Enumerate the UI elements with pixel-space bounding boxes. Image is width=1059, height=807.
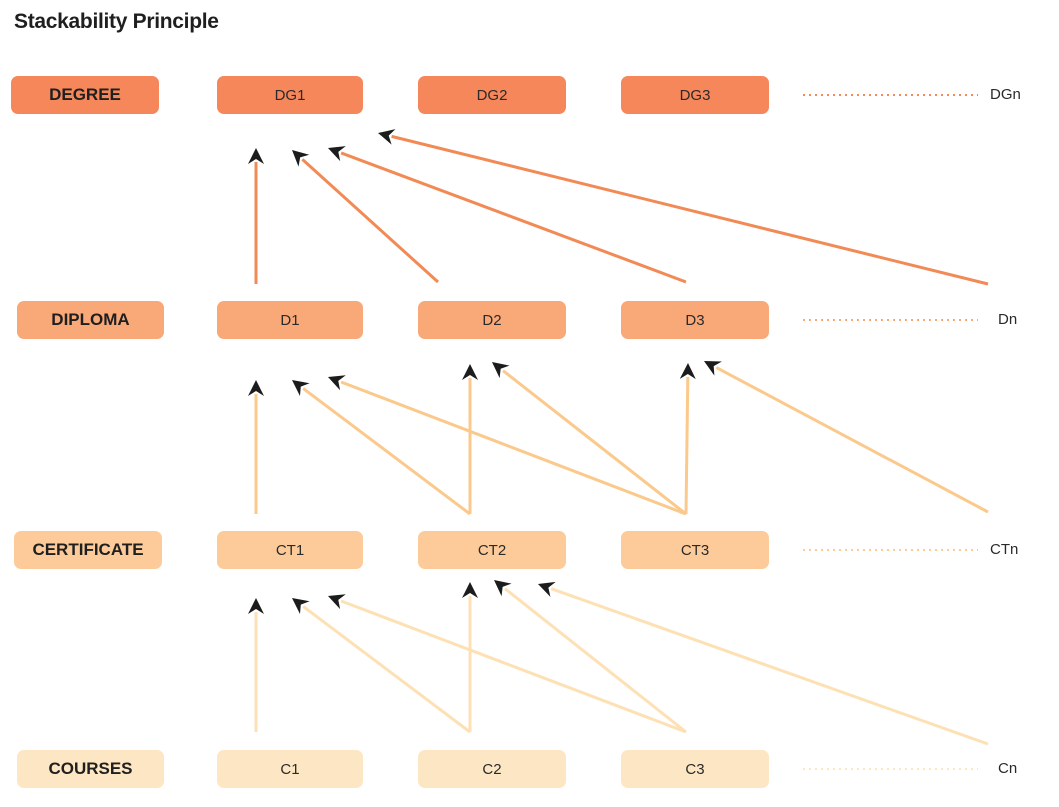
arrow-line-ct2-to-d1 bbox=[302, 387, 471, 516]
node-d3: D3 bbox=[621, 301, 769, 339]
arrowhead-d1-to-dg1 bbox=[248, 148, 264, 164]
arrow-line-cn-to-ct2 bbox=[550, 587, 989, 746]
arrow-line-d2-to-dg1 bbox=[301, 158, 440, 284]
node-c2: C2 bbox=[418, 750, 566, 788]
page-title: Stackability Principle bbox=[14, 10, 219, 33]
arrow-line-c3-to-ct2 bbox=[504, 587, 687, 734]
arrow-line-ct3-to-d2 bbox=[502, 369, 687, 516]
node-dg1: DG1 bbox=[217, 76, 363, 114]
arrowhead-cn-to-ct2 bbox=[538, 581, 556, 597]
level-certificate: CERTIFICATE bbox=[14, 531, 162, 569]
node-ct1: CT1 bbox=[217, 531, 363, 569]
level-degree: DEGREE bbox=[11, 76, 159, 114]
arrow-line-ctn-to-d3 bbox=[715, 366, 989, 514]
arrowhead-c2-to-ct2 bbox=[462, 582, 478, 598]
arrowhead-c2-to-ct1 bbox=[292, 598, 310, 615]
node-dg3: DG3 bbox=[621, 76, 769, 114]
arrowhead-ct3-to-d1 bbox=[328, 375, 346, 391]
node-dg2: DG2 bbox=[418, 76, 566, 114]
end-label-dn: Dn bbox=[998, 311, 1018, 328]
arrowhead-d3-to-dg1 bbox=[328, 146, 346, 162]
arrow-line-c2-to-ct1 bbox=[302, 605, 471, 734]
arrowhead-c3-to-ct2 bbox=[494, 580, 512, 597]
end-label-ctn: CTn bbox=[990, 541, 1019, 558]
arrowhead-ct1-to-d1 bbox=[248, 380, 264, 396]
node-ct2: CT2 bbox=[418, 531, 566, 569]
level-diploma: DIPLOMA bbox=[17, 301, 164, 339]
level-courses: COURSES bbox=[17, 750, 164, 788]
node-d1: D1 bbox=[217, 301, 363, 339]
arrowhead-d2-to-dg1 bbox=[292, 150, 310, 167]
arrowhead-ct3-to-d2 bbox=[492, 362, 510, 379]
node-d2: D2 bbox=[418, 301, 566, 339]
end-label-cn: Cn bbox=[998, 760, 1018, 777]
arrowhead-c1-to-ct1 bbox=[248, 598, 264, 614]
end-label-dgn: DGn bbox=[990, 86, 1021, 103]
arrowhead-ct3-to-d3 bbox=[679, 363, 696, 380]
arrow-line-ct3-to-d3 bbox=[684, 376, 690, 515]
arrow-line-c3-to-ct1 bbox=[340, 599, 687, 734]
arrowhead-ctn-to-d3 bbox=[704, 361, 722, 376]
arrowhead-c3-to-ct1 bbox=[328, 594, 346, 610]
node-ct3: CT3 bbox=[621, 531, 769, 569]
node-c3: C3 bbox=[621, 750, 769, 788]
arrow-line-ct3-to-d1 bbox=[340, 380, 687, 516]
arrow-line-d3-to-dg1 bbox=[340, 151, 687, 284]
arrowhead-ct2-to-d2 bbox=[462, 364, 478, 380]
arrowhead-dn-to-dg1 bbox=[378, 129, 396, 145]
node-c1: C1 bbox=[217, 750, 363, 788]
arrowhead-ct2-to-d1 bbox=[292, 380, 310, 397]
arrow-line-dn-to-dg1 bbox=[391, 134, 989, 286]
